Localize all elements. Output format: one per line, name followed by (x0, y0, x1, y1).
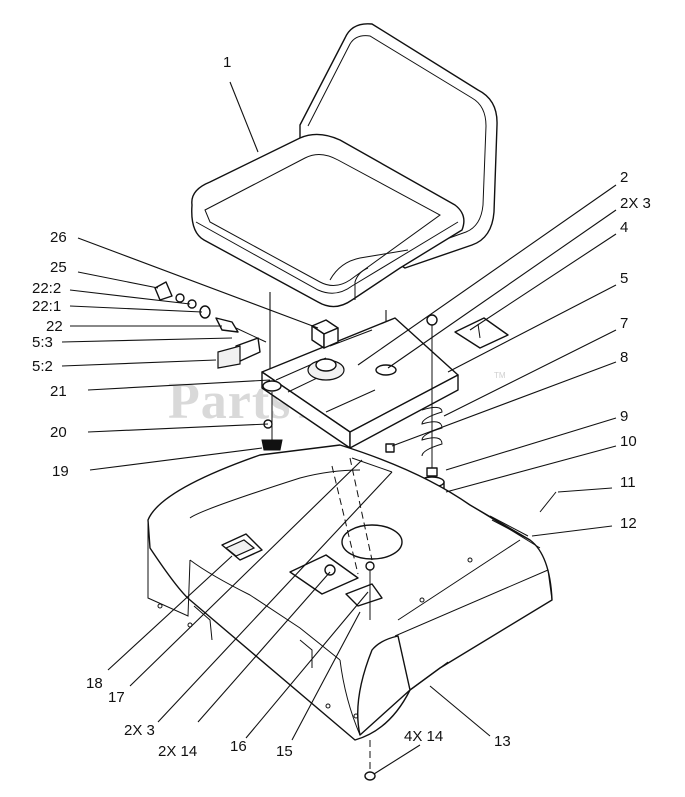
seat (191, 23, 498, 308)
callout-22-2: 22:2 (32, 280, 61, 297)
callout-22: 22 (46, 318, 63, 335)
callout-1: 1 (223, 54, 231, 71)
callout-22-1: 22:1 (32, 298, 61, 315)
seat-plate (261, 317, 509, 461)
callout-25: 25 (50, 259, 67, 276)
callout-8: 8 (620, 349, 628, 366)
callout-16: 16 (230, 738, 247, 755)
callout-11: 11 (620, 474, 636, 491)
callout-12: 12 (620, 515, 637, 532)
seat-latch (324, 561, 383, 620)
callout-26: 26 (50, 229, 67, 246)
callout-5-3: 5:3 (32, 334, 53, 351)
callout-21: 21 (50, 383, 67, 400)
callout-7: 7 (620, 315, 628, 332)
callout-17: 17 (108, 689, 125, 706)
callout-5-2: 5:2 (32, 358, 53, 375)
callout-10: 10 (620, 433, 637, 450)
callout-9: 9 (620, 408, 628, 425)
callout-20: 20 (50, 424, 67, 441)
watermark-tm: TM (494, 371, 506, 380)
callout-19: 19 (52, 463, 69, 480)
callout-2: 2 (620, 169, 628, 186)
callout-2x3-top: 2X 3 (620, 195, 651, 212)
callout-2x3-bottom: 2X 3 (124, 722, 155, 739)
callout-13: 13 (494, 733, 511, 750)
callout-2x14: 2X 14 (158, 743, 197, 760)
callout-18: 18 (86, 675, 103, 692)
adjuster-assembly (154, 281, 267, 369)
callout-4x14: 4X 14 (404, 728, 443, 745)
callout-5: 5 (620, 270, 628, 287)
callout-4: 4 (620, 219, 628, 236)
pivot-clip (261, 392, 283, 451)
callout-15: 15 (276, 743, 293, 760)
